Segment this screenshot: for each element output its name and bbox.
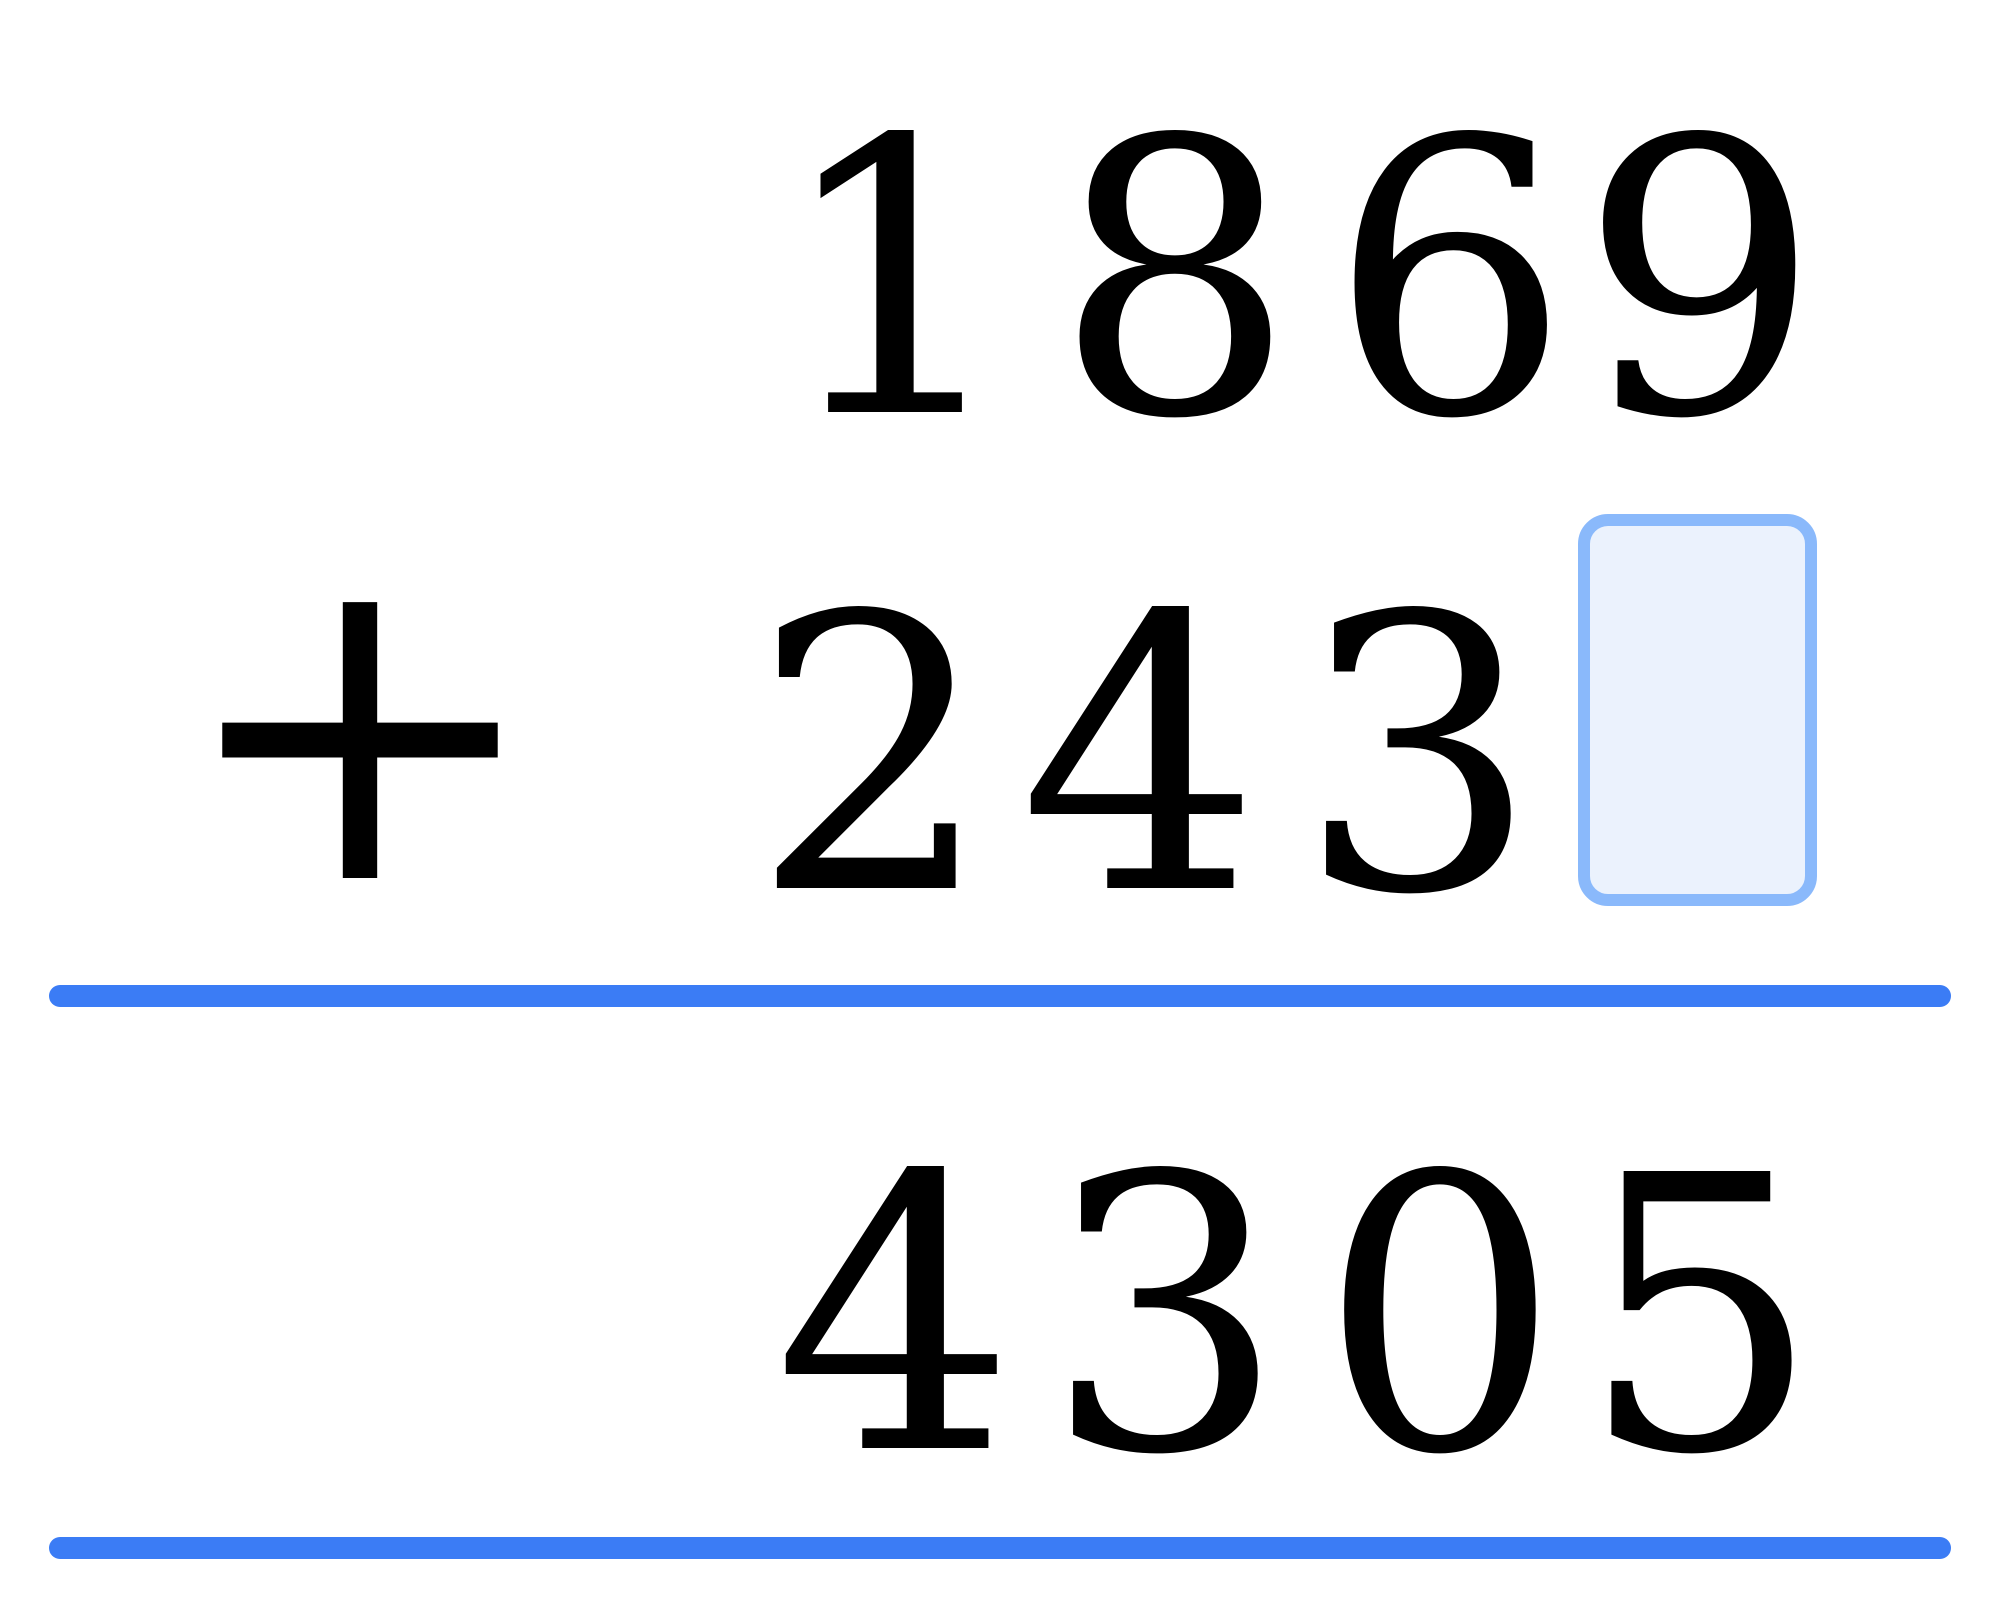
top-addend-digit: 6 — [1329, 59, 1571, 502]
bottom-addend-digit: 3 — [1297, 535, 1539, 978]
top-addend: 1 8 6 9 — [774, 59, 1821, 502]
bottom-addend: 2 4 3 — [751, 514, 1817, 978]
plus-sign: + — [176, 470, 545, 982]
top-addend-digit: 8 — [1054, 59, 1296, 502]
bottom-addend-digit: 4 — [1019, 535, 1261, 978]
top-addend-digit: 1 — [774, 59, 1016, 502]
result-digit: 4 — [774, 1095, 1016, 1538]
bottom-addend-digit: 2 — [751, 535, 993, 978]
result-digit: 3 — [1044, 1095, 1286, 1538]
result-digit: 0 — [1319, 1095, 1561, 1538]
result: 4 3 0 5 — [774, 1095, 1821, 1538]
missing-digit-input[interactable] — [1578, 514, 1817, 906]
top-addend-digit: 9 — [1579, 59, 1821, 502]
result-digit: 5 — [1579, 1095, 1821, 1538]
missing-digit-box[interactable] — [1578, 514, 1817, 906]
